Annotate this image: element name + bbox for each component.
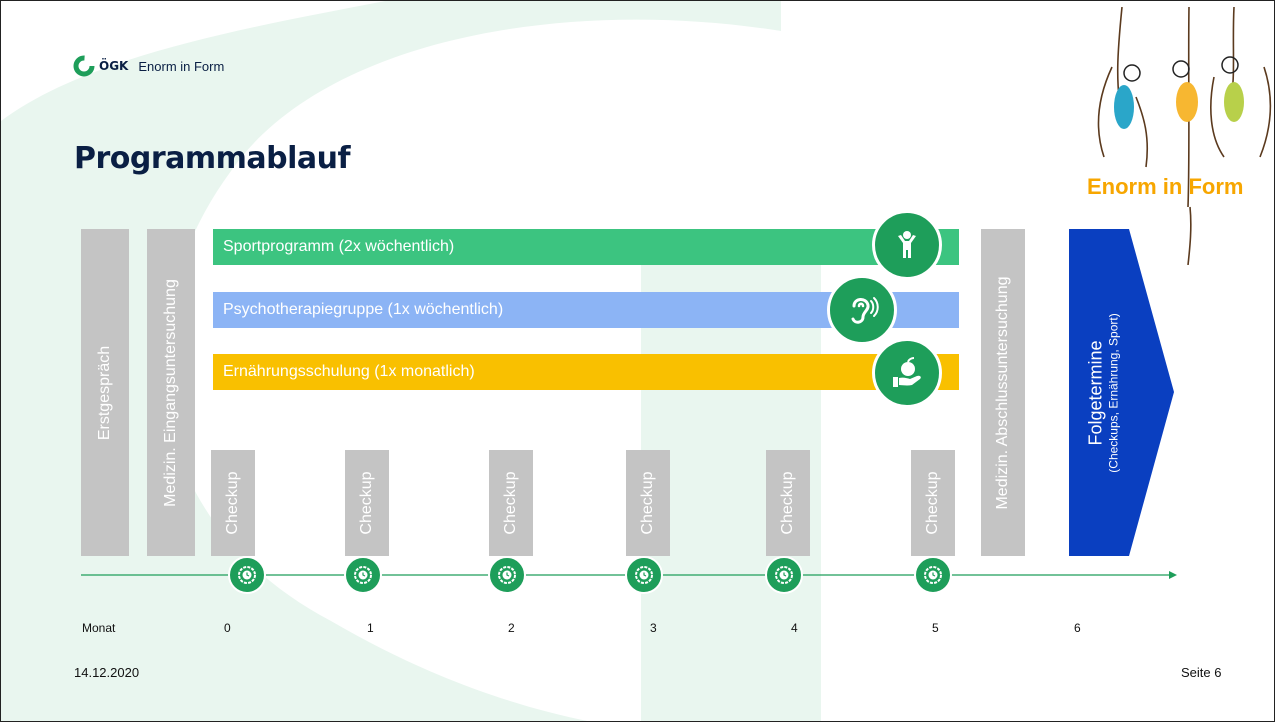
checkup-bar-0: Checkup <box>211 450 255 556</box>
month-label-6: 6 <box>1074 621 1081 635</box>
checkup-clock-icon <box>914 556 952 594</box>
hand-apple-icon <box>872 338 942 408</box>
person-exercise-icon <box>872 210 942 280</box>
checkup-bar-2: Checkup <box>489 450 533 556</box>
checkup-clock-icon <box>765 556 803 594</box>
program-label-ernaehrung: Ernährungsschulung (1x monatlich) <box>223 363 475 380</box>
erstgespraech-bar: Erstgespräch <box>81 229 129 556</box>
month-label-5: 5 <box>932 621 939 635</box>
abschlussuntersuchung-bar: Medizin. Abschlussuntersuchung <box>981 229 1025 556</box>
logo-text: ÖGK <box>99 59 129 73</box>
program-name: Enorm in Form <box>138 58 225 74</box>
checkup-bar-5: Checkup <box>911 450 955 556</box>
checkup-bar-4: Checkup <box>766 450 810 556</box>
checkup-bar-1: Checkup <box>345 450 389 556</box>
page-title: Programmablauf <box>74 141 351 176</box>
ear-hearing-icon <box>827 275 897 345</box>
climbers-illustration <box>1097 7 1272 265</box>
month-axis-label: Monat <box>82 621 116 635</box>
header-logo: ÖGK Enorm in Form <box>73 55 224 77</box>
checkup-clock-icon <box>625 556 663 594</box>
checkup-clock-icon <box>344 556 382 594</box>
month-label-1: 1 <box>367 621 374 635</box>
program-label-sport: Sportprogramm (2x wöchentlich) <box>223 238 455 255</box>
brand-text: Enorm in Form <box>1087 174 1244 199</box>
program-bar-ernaehrung: Ernährungsschulung (1x monatlich) <box>213 354 959 390</box>
followup-arrow <box>1069 229 1174 556</box>
month-label-2: 2 <box>508 621 515 635</box>
month-label-4: 4 <box>791 621 798 635</box>
month-label-0: 0 <box>224 621 231 635</box>
month-label-3: 3 <box>650 621 657 635</box>
checkup-clock-icon <box>488 556 526 594</box>
eingangsuntersuchung-bar: Medizin. Eingangsuntersuchung <box>147 229 195 556</box>
footer-page-number: Seite 6 <box>1181 665 1222 680</box>
program-label-psychotherapie: Psychotherapiegruppe (1x wöchentlich) <box>223 301 504 318</box>
program-bar-sport: Sportprogramm (2x wöchentlich) <box>213 229 959 265</box>
checkup-bar-3: Checkup <box>626 450 670 556</box>
oegk-logo-icon <box>73 55 95 77</box>
checkup-clock-icon <box>228 556 266 594</box>
footer-date: 14.12.2020 <box>74 665 140 680</box>
